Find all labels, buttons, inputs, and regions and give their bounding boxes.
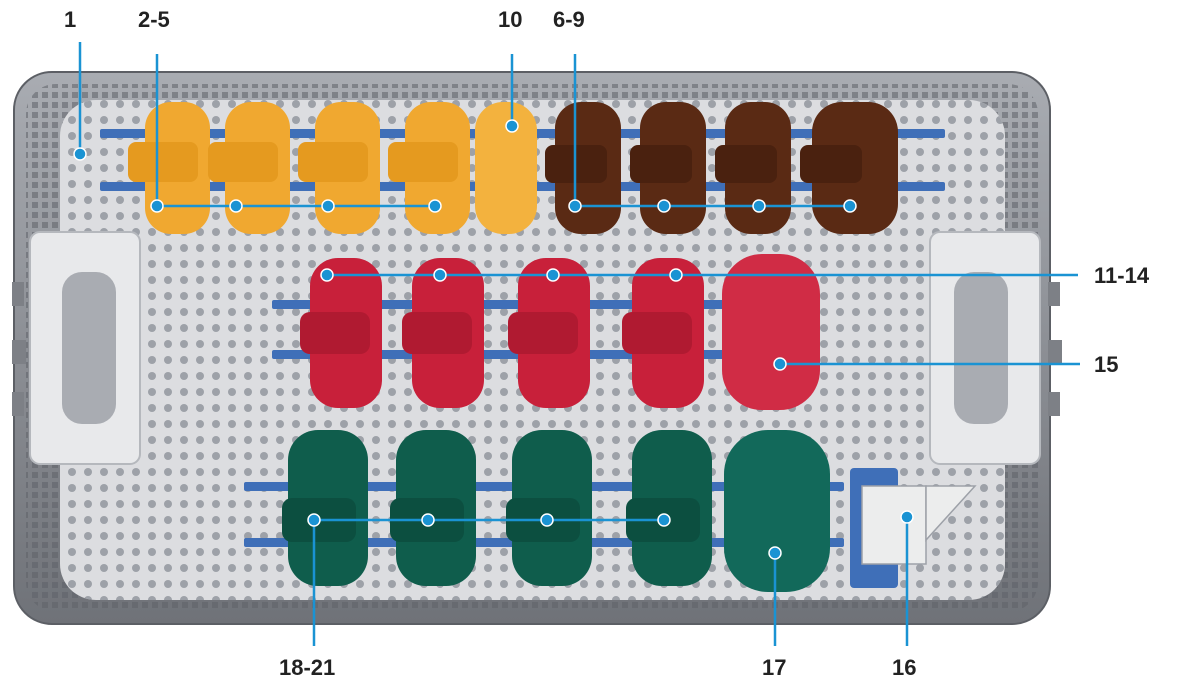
callout-label-10: 10 <box>498 7 522 32</box>
brown-trial <box>800 102 898 234</box>
leader-dot <box>434 269 446 281</box>
leader-dot <box>670 269 682 281</box>
leader-dot <box>658 514 670 526</box>
brown-trial <box>630 102 706 234</box>
red-trial <box>300 258 382 408</box>
red-trial <box>508 258 590 408</box>
green-trial-17 <box>724 430 830 592</box>
green-trial <box>390 430 476 586</box>
brown-trial <box>545 102 621 234</box>
callout-label-17: 17 <box>762 655 786 680</box>
leader-dot <box>541 514 553 526</box>
red-trials <box>300 254 820 410</box>
callout-label-11-14: 11-14 <box>1094 263 1150 288</box>
leader-dot <box>844 200 856 212</box>
leader-dot <box>901 511 913 523</box>
callout-label-15: 15 <box>1094 352 1118 377</box>
leader-dot <box>506 120 518 132</box>
leader-dot <box>422 514 434 526</box>
green-trial <box>626 430 712 586</box>
callout-label-2-5: 2-5 <box>138 7 170 32</box>
leader-dot <box>322 200 334 212</box>
leader-dot <box>74 148 86 160</box>
callout-label-18-21: 18-21 <box>279 655 335 680</box>
brown-trial <box>715 102 791 234</box>
leader-dot <box>774 358 786 370</box>
green-trial <box>506 430 592 586</box>
leader-dot <box>429 200 441 212</box>
leader-dot <box>308 514 320 526</box>
leader-dot <box>658 200 670 212</box>
green-trial <box>282 430 368 586</box>
leader-dot <box>753 200 765 212</box>
leader-dot <box>569 200 581 212</box>
leader-dot <box>321 269 333 281</box>
leader-dot <box>230 200 242 212</box>
leader-dot <box>151 200 163 212</box>
red-trial-15 <box>722 254 820 410</box>
yellow-trial-10 <box>475 102 537 234</box>
leader-dot <box>547 269 559 281</box>
callout-label-16: 16 <box>892 655 916 680</box>
leader-dot <box>769 547 781 559</box>
callout-label-1: 1 <box>64 7 76 32</box>
red-trial <box>622 258 704 408</box>
green-trials <box>282 430 830 592</box>
left-handle <box>12 232 140 464</box>
callout-label-6-9: 6-9 <box>553 7 585 32</box>
